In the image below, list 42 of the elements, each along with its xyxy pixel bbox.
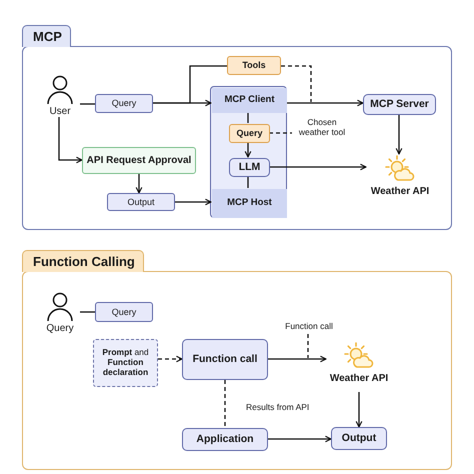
arrow xyxy=(175,198,212,206)
connector-line xyxy=(80,311,95,313)
process-box: Tools xyxy=(227,56,281,75)
connector-line xyxy=(269,132,292,134)
dashed-box: Prompt and Function declaration xyxy=(93,339,158,387)
api-label: Weather API xyxy=(328,373,390,384)
process-box: API Request Approval xyxy=(82,147,196,174)
connector-line xyxy=(80,103,95,105)
panel-tab: MCP xyxy=(22,25,71,47)
arrow xyxy=(269,164,367,170)
process-box: Output xyxy=(107,193,175,211)
connector-line xyxy=(224,380,226,428)
connector-line xyxy=(247,176,249,188)
api-label: Weather API xyxy=(370,186,430,197)
process-box: Application xyxy=(182,428,268,451)
arrow xyxy=(58,117,83,164)
arrow xyxy=(136,174,142,194)
process-box: Query xyxy=(229,124,270,143)
connector-line xyxy=(247,112,249,123)
connector-line xyxy=(153,65,227,104)
process-box: Query xyxy=(95,94,153,113)
arrow xyxy=(268,356,327,362)
connector-line xyxy=(307,334,309,358)
connector-line xyxy=(281,65,312,102)
arrow xyxy=(396,115,402,155)
process-box: Function call xyxy=(182,339,268,380)
person-label: Query xyxy=(45,323,75,334)
arrow xyxy=(268,436,332,442)
process-box: Query xyxy=(95,302,153,322)
note-text: Results from API xyxy=(246,402,310,412)
arrow xyxy=(244,142,252,158)
process-box: Output xyxy=(331,427,387,450)
process-box: LLM xyxy=(229,158,270,177)
arrow xyxy=(286,100,364,106)
process-box: MCP Server xyxy=(363,94,436,115)
person-label: User xyxy=(48,106,72,117)
arrow xyxy=(158,356,183,362)
arrow xyxy=(356,392,362,428)
band: MCP Host xyxy=(212,189,287,218)
panel-tab: Function Calling xyxy=(22,250,144,272)
host-container xyxy=(210,86,287,218)
band: MCP Client xyxy=(212,88,287,113)
